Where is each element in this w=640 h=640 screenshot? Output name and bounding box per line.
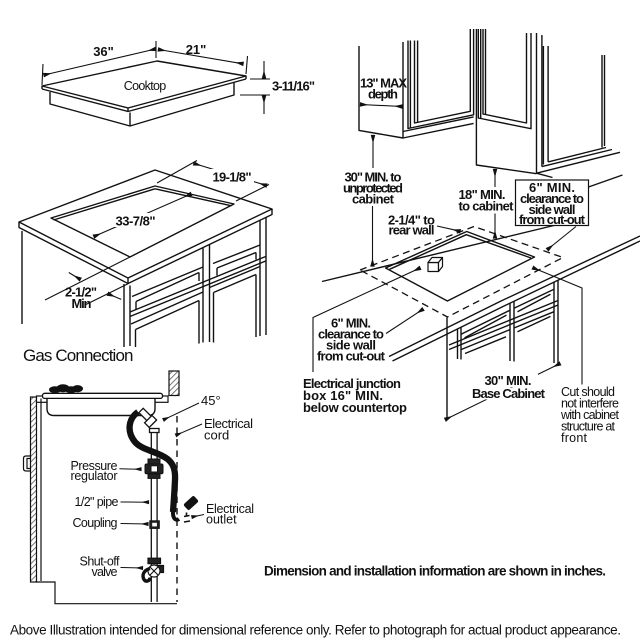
svg-text:Above Illustration intended fo: Above Illustration intended for dimensio… xyxy=(10,623,621,638)
svg-text:valve: valve xyxy=(92,565,118,579)
svg-text:structure at: structure at xyxy=(561,420,616,434)
svg-text:6" MIN.: 6" MIN. xyxy=(331,316,371,331)
svg-text:clearance to: clearance to xyxy=(318,327,384,342)
svg-text:Cooktop: Cooktop xyxy=(124,79,167,93)
svg-text:not interfere: not interfere xyxy=(561,397,619,411)
svg-text:outlet: outlet xyxy=(206,513,237,527)
svg-text:21": 21" xyxy=(186,42,207,57)
svg-text:Electrical junction: Electrical junction xyxy=(303,376,401,391)
svg-text:Shut-off: Shut-off xyxy=(80,555,121,569)
svg-text:front: front xyxy=(561,431,588,445)
svg-text:19-1/8": 19-1/8" xyxy=(213,170,252,185)
svg-text:2-1/2": 2-1/2" xyxy=(65,285,97,300)
svg-text:rear wall: rear wall xyxy=(389,223,435,238)
svg-text:Electrical: Electrical xyxy=(206,502,254,516)
svg-text:Cut should: Cut should xyxy=(561,385,615,399)
svg-text:6" MIN.: 6" MIN. xyxy=(529,180,575,195)
svg-text:side wall: side wall xyxy=(529,202,576,217)
svg-text:to cabinet: to cabinet xyxy=(459,199,515,214)
svg-text:depth: depth xyxy=(368,87,398,102)
svg-text:Electrical: Electrical xyxy=(204,416,253,431)
svg-text:33-7/8": 33-7/8" xyxy=(116,214,156,229)
svg-text:cord: cord xyxy=(204,428,229,443)
svg-text:2-1/4" to: 2-1/4" to xyxy=(388,213,435,228)
svg-text:36": 36" xyxy=(93,44,114,59)
svg-text:18" MIN.: 18" MIN. xyxy=(459,187,506,202)
svg-text:unprotected: unprotected xyxy=(343,181,403,196)
svg-text:regulator: regulator xyxy=(71,469,118,483)
svg-text:from cut-out: from cut-out xyxy=(519,212,586,227)
svg-text:from cut-out: from cut-out xyxy=(317,349,386,364)
svg-text:Gas Connection: Gas Connection xyxy=(23,346,134,365)
svg-text:below countertop: below countertop xyxy=(303,400,407,415)
svg-text:clearance to: clearance to xyxy=(520,191,584,206)
svg-text:3-11/16": 3-11/16" xyxy=(272,79,315,94)
svg-text:box 16" MIN.: box 16" MIN. xyxy=(303,388,383,403)
svg-text:30" MIN.: 30" MIN. xyxy=(485,373,532,388)
svg-text:Min: Min xyxy=(72,296,92,311)
svg-text:1/2" pipe: 1/2" pipe xyxy=(75,495,119,509)
svg-text:cabinet: cabinet xyxy=(352,192,395,207)
svg-text:side wall: side wall xyxy=(326,338,376,353)
svg-text:Coupling: Coupling xyxy=(73,516,118,530)
svg-text:13" MAX: 13" MAX xyxy=(360,76,407,91)
svg-text:30" MIN. to: 30" MIN. to xyxy=(345,170,402,185)
svg-text:45°: 45° xyxy=(201,393,221,408)
svg-text:Pressure: Pressure xyxy=(71,459,118,473)
svg-text:Dimension and installation inf: Dimension and installation information a… xyxy=(264,564,606,579)
svg-text:with cabinet: with cabinet xyxy=(560,408,620,422)
svg-text:Base Cabinet: Base Cabinet xyxy=(472,386,546,401)
